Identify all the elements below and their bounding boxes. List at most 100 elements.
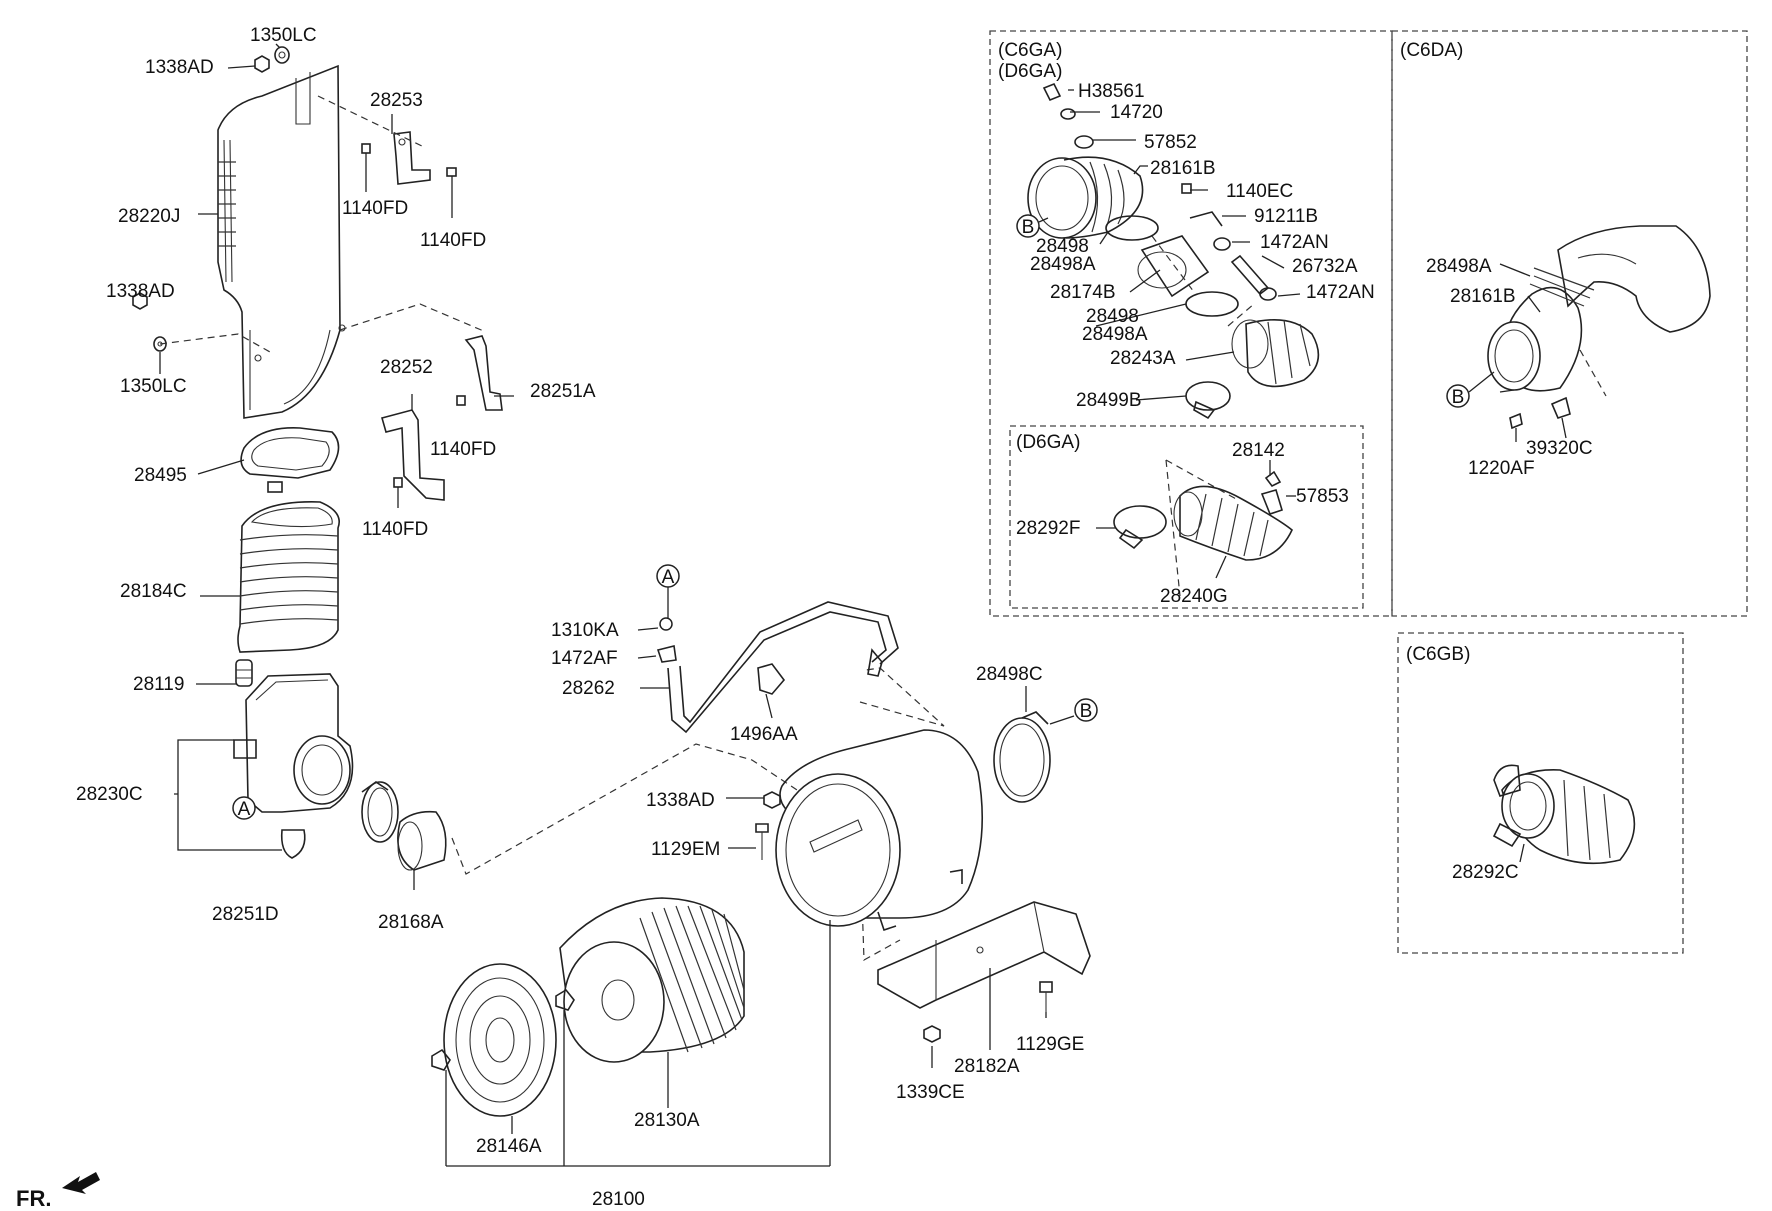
hose-28168A	[397, 810, 447, 871]
label-28230C: 28230C	[76, 784, 143, 805]
marker-b-c6da: B	[1446, 371, 1495, 408]
bolt-1140FD-a	[361, 143, 371, 192]
label-28161B-a: 28161B	[1150, 158, 1216, 179]
nut-1338AD-low	[763, 791, 781, 809]
bolt-1220AF	[1509, 412, 1523, 430]
bellows-hose-28184C	[237, 501, 340, 653]
marker-a-top-label: A	[662, 567, 675, 588]
front-direction-indicator: FR.	[16, 1172, 100, 1211]
bolt-1140FD-c	[456, 395, 466, 406]
label-28220J: 28220J	[118, 206, 180, 227]
cover-28146A	[443, 963, 557, 1117]
grommet-28251D	[280, 829, 306, 859]
label-14720: 14720	[1110, 102, 1163, 123]
clip-39320C	[1550, 396, 1571, 419]
label-1339CE: 1339CE	[896, 1082, 965, 1103]
label-1338AD-top: 1338AD	[145, 57, 214, 78]
leader-lines	[139, 43, 1567, 1167]
label-28161B-b: 28161B	[1450, 286, 1516, 307]
label-28184C: 28184C	[120, 581, 187, 602]
label-1140FD-a: 1140FD	[342, 198, 408, 219]
bracket-28252	[381, 409, 445, 501]
label-28495: 28495	[134, 465, 187, 486]
nut-1338AD-top	[254, 55, 270, 73]
fr-label: FR.	[16, 1186, 51, 1211]
label-28240G: 28240G	[1160, 586, 1228, 607]
label-1140FD-c: 1140FD	[430, 439, 496, 460]
label-28182A: 28182A	[954, 1056, 1020, 1077]
label-1472AN-b: 1472AN	[1306, 282, 1375, 303]
label-28498A-c: 28498A	[1426, 256, 1492, 277]
label-28142: 28142	[1232, 440, 1285, 461]
marker-b-c6ga: B	[1016, 214, 1049, 238]
marker-b-right: B	[1049, 698, 1098, 725]
breather-hose-28262	[656, 601, 899, 734]
label-28130A: 28130A	[634, 1110, 700, 1131]
flow-line-d6ga	[1165, 459, 1239, 597]
label-1472AN-a: 1472AN	[1260, 232, 1329, 253]
label-28262: 28262	[562, 678, 615, 699]
variant-box-c6gb	[1397, 632, 1684, 954]
callout-labels: 1350LC 1338AD 28253 1140FD 1140FD 28220J…	[76, 25, 1593, 1210]
label-1129EM: 1129EM	[651, 839, 720, 860]
clip-57852	[1074, 135, 1094, 149]
label-28292C: 28292C	[1452, 862, 1519, 883]
variant-box-d6ga	[1009, 425, 1364, 609]
bolt-1129EM	[755, 823, 769, 860]
label-1140FD-b: 1140FD	[420, 230, 486, 251]
wing-nut-upper	[555, 988, 575, 1011]
label-28119: 28119	[133, 674, 184, 695]
label-28251D: 28251D	[212, 904, 279, 925]
flow-line-housing-to-shield	[861, 899, 901, 962]
label-91211B: 91211B	[1254, 206, 1318, 227]
clamp-1472AN-b	[1259, 287, 1277, 301]
clamp-28292F	[1113, 505, 1167, 550]
label-26732A: 26732A	[1292, 256, 1358, 277]
clamp-28499B	[1185, 381, 1231, 420]
label-28292F: 28292F	[1016, 518, 1080, 539]
label-1310KA: 1310KA	[551, 620, 619, 641]
variant-box-c6ga-d6ga	[989, 30, 1393, 617]
fr-arrow-icon	[62, 1172, 100, 1194]
label-28253: 28253	[370, 90, 423, 111]
label-28498-a: 28498	[1036, 236, 1089, 257]
label-H38561: H38561	[1078, 81, 1145, 102]
bracket-28251A	[464, 335, 503, 411]
marker-b-c6da-label: B	[1452, 387, 1465, 408]
clamp-28498-b	[1185, 291, 1239, 317]
label-1220AF: 1220AF	[1468, 458, 1535, 479]
flow-line-hose-to-bracket	[859, 667, 945, 727]
bolt-1129GE	[1039, 981, 1053, 1012]
filter-element-28130A	[559, 897, 745, 1063]
air-intake-duct-28220J	[217, 64, 346, 419]
fitting-H38561	[1042, 82, 1062, 102]
label-variant-c6ga: (C6GA)	[998, 40, 1062, 61]
label-variant-d6ga: (D6GA)	[998, 61, 1062, 82]
marker-a-left-label: A	[238, 799, 251, 820]
flow-line-left-washer	[159, 333, 271, 353]
label-28174B: 28174B	[1050, 282, 1116, 303]
label-28498A-b: 28498A	[1082, 324, 1148, 345]
label-1338AD-mid: 1338AD	[106, 281, 175, 302]
clamp-28168A-left	[361, 781, 399, 843]
nut-1339CE	[923, 1025, 941, 1043]
heat-shield-28182A	[877, 901, 1091, 1009]
label-variant-d6ga-sub: (D6GA)	[1016, 432, 1080, 453]
bolt-1140FD-b	[446, 167, 457, 218]
marker-b-right-label: B	[1080, 701, 1093, 722]
label-1472AF: 1472AF	[551, 648, 618, 669]
label-variant-c6gb: (C6GB)	[1406, 644, 1470, 665]
clamp-28498C	[993, 711, 1051, 803]
hose-28161B-c6da	[1487, 225, 1711, 397]
duct-outlet-28495	[240, 427, 340, 493]
clamp-1472AN-a	[1213, 237, 1231, 251]
label-28243A: 28243A	[1110, 348, 1176, 369]
label-1338AD-low: 1338AD	[646, 790, 715, 811]
hose-28292C	[1492, 764, 1636, 865]
label-1140FD-d: 1140FD	[362, 519, 428, 540]
marker-a-top: A	[656, 564, 680, 618]
label-28499B: 28499B	[1076, 390, 1142, 411]
grommet-28119	[235, 659, 253, 687]
label-1350LC-top: 1350LC	[250, 25, 317, 46]
fitting-28142	[1264, 470, 1282, 488]
